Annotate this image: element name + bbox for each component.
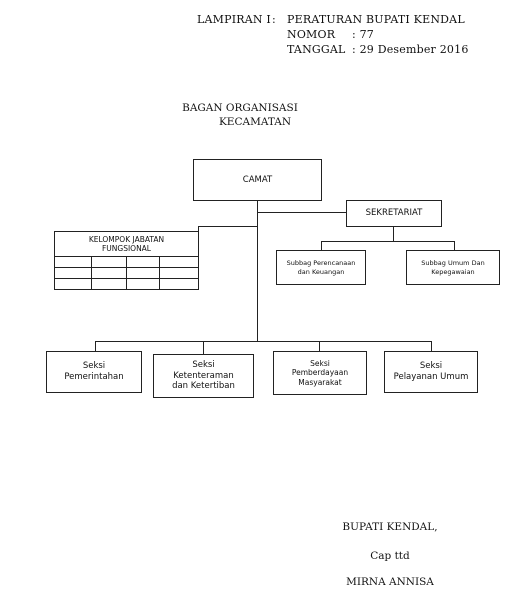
sekretariat-label: SEKRETARIAT: [365, 208, 423, 219]
connector-subbag-right-v: [454, 241, 455, 250]
connector-kelompok-h: [198, 226, 257, 227]
lampiran-colon: :: [272, 13, 276, 26]
nomor-value: : 77: [352, 28, 374, 41]
connector-camat-trunk: [257, 200, 258, 341]
chart-title: BAGAN ORGANISASI: [182, 102, 298, 114]
kelompok-cell: [159, 278, 199, 290]
peraturan-title: PERATURAN BUPATI KENDAL: [287, 13, 465, 26]
seksi-pelayanan-box: Seksi Pelayanan Umum: [384, 351, 478, 393]
seksi-pemerintahan-label: Seksi Pemerintahan: [64, 361, 124, 382]
signature-stamp: Cap ttd: [370, 550, 410, 562]
nomor-label: NOMOR: [287, 28, 336, 41]
kelompok-cell: [126, 278, 160, 290]
seksi-ketenteraman-box: Seksi Ketenteraman dan Ketertiban: [153, 354, 254, 398]
seksi-pemberdayaan-box: Seksi Pemberdayaan Masyarakat: [273, 351, 367, 395]
connector-sekretariat-h: [257, 212, 346, 213]
kelompok-label: KELOMPOK JABATAN FUNGSIONAL: [88, 234, 165, 253]
tanggal-value: : 29 Desember 2016: [352, 43, 469, 56]
camat-label: CAMAT: [242, 174, 273, 185]
lampiran-label: LAMPIRAN I: [197, 13, 271, 26]
subbag-perencanaan-label: Subbag Perencanaan dan Keuangan: [286, 259, 356, 276]
connector-subbag-h: [321, 241, 454, 242]
signature-office: BUPATI KENDAL,: [342, 521, 438, 533]
subbag-perencanaan-box: Subbag Perencanaan dan Keuangan: [276, 250, 366, 285]
kelompok-cell: [54, 278, 92, 290]
connector-subbag-left-v: [321, 241, 322, 250]
signature-name: MIRNA ANNISA: [346, 576, 434, 588]
connector-seksi4-v: [431, 341, 432, 351]
connector-seksi-h: [95, 341, 431, 342]
seksi-pemberdayaan-label: Seksi Pemberdayaan Masyarakat: [291, 358, 349, 387]
tanggal-label: TANGGAL: [287, 43, 346, 56]
sekretariat-box: SEKRETARIAT: [346, 200, 442, 227]
connector-kelompok-v: [198, 226, 199, 232]
chart-subtitle: KECAMATAN: [218, 116, 292, 128]
kelompok-cell: [91, 278, 127, 290]
connector-seksi3-v: [319, 341, 320, 351]
subbag-umum-label: Subbag Umum Dan Kepegawaian: [421, 259, 485, 276]
connector-seksi1-v: [95, 341, 96, 351]
kelompok-header: KELOMPOK JABATAN FUNGSIONAL: [54, 231, 199, 257]
seksi-pelayanan-label: Seksi Pelayanan Umum: [393, 361, 469, 382]
seksi-pemerintahan-box: Seksi Pemerintahan: [46, 351, 142, 393]
connector-seksi2-v: [203, 341, 204, 354]
subbag-umum-box: Subbag Umum Dan Kepegawaian: [406, 250, 500, 285]
camat-box: CAMAT: [193, 159, 322, 201]
connector-sek-down: [393, 227, 394, 241]
seksi-ketenteraman-label: Seksi Ketenteraman dan Ketertiban: [172, 360, 235, 392]
